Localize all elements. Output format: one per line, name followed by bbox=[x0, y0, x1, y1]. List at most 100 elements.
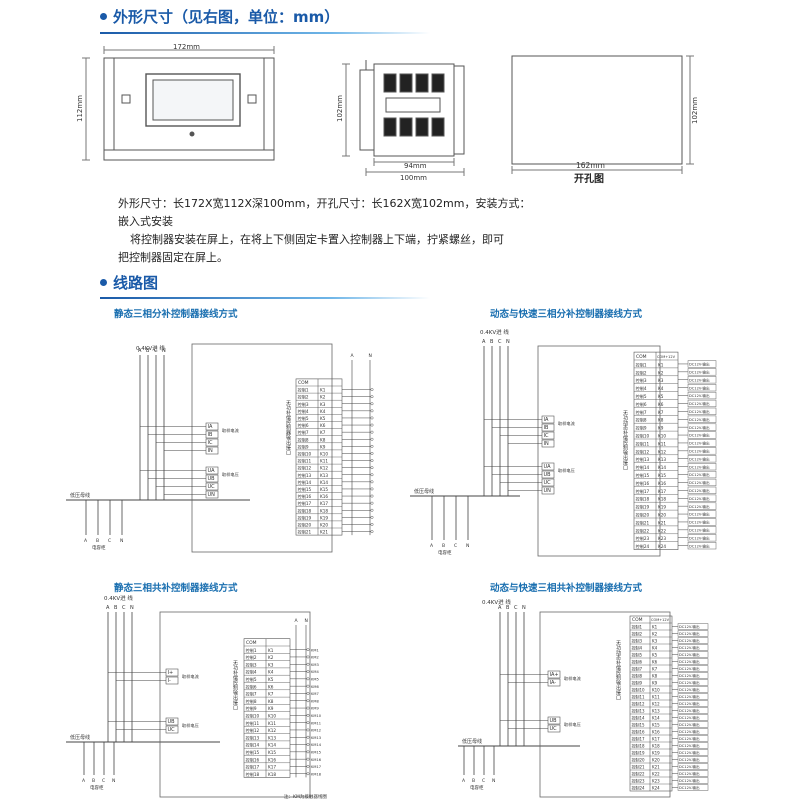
dc-output-box bbox=[677, 777, 709, 784]
output-control-label: 控制13 bbox=[246, 734, 260, 741]
output-control-label: 控制14 bbox=[636, 464, 650, 471]
controller-box bbox=[191, 343, 333, 553]
output-control-label: 控制2 bbox=[636, 369, 647, 376]
output-control-label: 控制11 bbox=[298, 458, 312, 465]
dc-output-label: DC12V-输出 bbox=[679, 736, 700, 741]
dc-output-label: DC12V-输出 bbox=[689, 456, 710, 461]
output-k-label: K21 bbox=[320, 530, 328, 535]
output-control-label: 控制11 bbox=[246, 720, 260, 727]
voltage-input-label: 取样电压 bbox=[558, 467, 575, 474]
output-terminal-dot bbox=[306, 750, 310, 754]
bullet-icon bbox=[100, 13, 107, 20]
busbar-label: 低压母线 bbox=[70, 492, 90, 499]
output-control-label: 控制12 bbox=[632, 701, 646, 707]
output-k-label: K19 bbox=[652, 751, 660, 756]
dc-output-box bbox=[687, 470, 717, 479]
front-view bbox=[82, 46, 275, 161]
description-line-3: 将控制器安装在屏上，在将上下侧固定卡置入控制器上下端，拧紧螺丝，即可 bbox=[130, 233, 504, 246]
output-k-label: K5 bbox=[320, 416, 326, 421]
output-control-label: 控制8 bbox=[298, 436, 309, 443]
dc-output-box bbox=[687, 542, 717, 550]
output-k-label: K16 bbox=[320, 494, 328, 499]
output-control-label: 控制3 bbox=[636, 377, 647, 384]
dc-output-box bbox=[677, 756, 709, 763]
lower-phase-letter: A bbox=[430, 543, 434, 549]
dc-output-box bbox=[677, 707, 709, 714]
current-input-label: 取样电流 bbox=[558, 420, 576, 427]
output-control-label: 控制6 bbox=[636, 401, 647, 408]
dc-output-box bbox=[687, 494, 717, 502]
current-terminal-label: IN bbox=[544, 441, 549, 447]
voltage-terminal-label: UB bbox=[208, 476, 216, 482]
output-k-label: K7 bbox=[652, 667, 658, 672]
dc-output-label: DC12V-输出 bbox=[689, 543, 710, 548]
km-label: KM7 bbox=[311, 692, 319, 696]
dc-output-box bbox=[677, 686, 709, 693]
output-k-label: K13 bbox=[320, 473, 328, 478]
dimensions-heading-underline bbox=[100, 32, 430, 34]
dc-output-label: DC12V-输出 bbox=[679, 764, 700, 769]
output-control-label: 控制4 bbox=[632, 645, 643, 651]
output-terminal-dot bbox=[306, 648, 310, 652]
description-line-4: 把控制器固定在屏上。 bbox=[118, 251, 228, 264]
km-label: KM13 bbox=[311, 736, 321, 740]
output-k-label: K17 bbox=[658, 489, 666, 494]
dc-output-box bbox=[687, 463, 717, 471]
controller-box bbox=[537, 345, 661, 557]
com-label: COM bbox=[636, 354, 647, 360]
output-control-label: 控制2 bbox=[632, 631, 643, 637]
return-letter: A bbox=[295, 618, 299, 624]
output-terminal-dot bbox=[306, 735, 310, 739]
output-control-label: 控制16 bbox=[636, 480, 650, 487]
output-control-label: 控制20 bbox=[632, 757, 646, 763]
output-control-label: 控制15 bbox=[632, 722, 646, 728]
output-control-label: 控制6 bbox=[298, 422, 309, 429]
output-control-label: 控制11 bbox=[632, 694, 646, 700]
dc-output-label: DC12V-输出 bbox=[689, 369, 710, 374]
output-k-label: K23 bbox=[652, 779, 660, 784]
dc-output-box bbox=[677, 770, 709, 777]
output-control-label: 控制13 bbox=[298, 472, 312, 479]
output-control-label: 控制10 bbox=[636, 433, 650, 440]
output-control-label: 控制20 bbox=[636, 512, 650, 519]
dc-output-box bbox=[687, 431, 717, 439]
output-k-label: K4 bbox=[268, 670, 274, 675]
output-k-label: K17 bbox=[268, 765, 276, 770]
output-control-label: 控制5 bbox=[636, 393, 647, 400]
dc-output-label: DC12V-输出 bbox=[679, 715, 700, 720]
incoming-label: 0.4KV进 线 bbox=[480, 328, 509, 336]
output-control-label: 控制4 bbox=[298, 408, 309, 415]
output-control-label: 控制19 bbox=[298, 514, 312, 521]
dc-output-box bbox=[687, 447, 717, 455]
output-control-label: 控制4 bbox=[246, 669, 257, 676]
dc-output-label: DC12V-输出 bbox=[679, 757, 700, 762]
output-control-label: 控制9 bbox=[632, 680, 643, 686]
dc-output-box bbox=[677, 651, 709, 658]
output-k-label: K5 bbox=[652, 653, 658, 658]
output-terminal-dot bbox=[306, 713, 310, 717]
dc-output-label: DC12V-输出 bbox=[689, 527, 710, 532]
output-k-label: K22 bbox=[658, 528, 666, 533]
lower-phase-letter: C bbox=[454, 543, 457, 549]
output-terminal-dot bbox=[370, 487, 374, 491]
output-terminal-dot bbox=[306, 699, 310, 703]
phase-letter: C bbox=[514, 605, 518, 611]
phase-letter: C bbox=[498, 339, 502, 345]
output-control-label: 控制2 bbox=[246, 654, 257, 661]
km-label: KM17 bbox=[311, 765, 321, 769]
output-control-label: 控制6 bbox=[246, 683, 257, 690]
km-label: KM9 bbox=[311, 707, 319, 711]
output-terminal-dot bbox=[306, 684, 310, 688]
phase-letter: A bbox=[138, 348, 142, 354]
dc-output-box bbox=[687, 391, 717, 400]
output-control-label: 控制3 bbox=[298, 401, 309, 408]
com-label: COM bbox=[298, 380, 309, 386]
lower-phase-letter: B bbox=[92, 778, 95, 784]
front-width-label: 172mm bbox=[173, 43, 200, 51]
dc-output-label: DC12V-输出 bbox=[679, 631, 700, 636]
